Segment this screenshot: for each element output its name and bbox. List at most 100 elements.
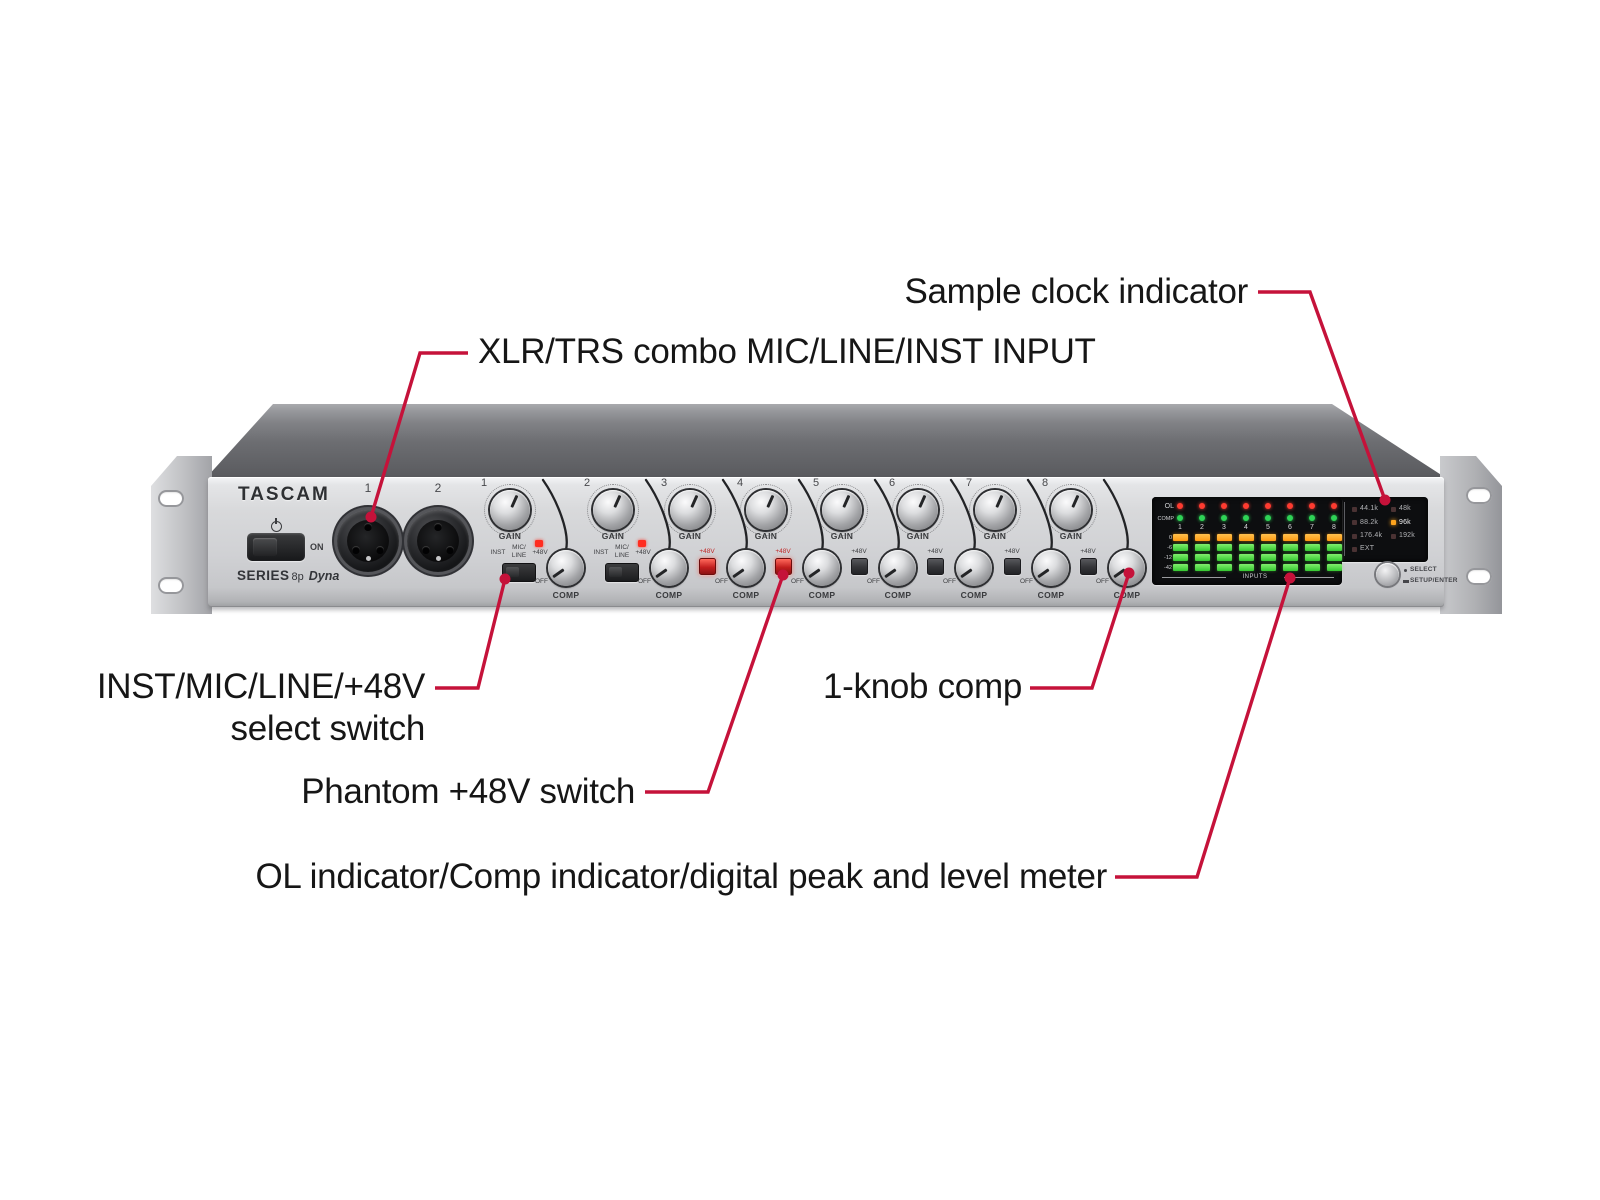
power-symbol-icon bbox=[275, 518, 278, 524]
channel-number: 5 bbox=[812, 477, 820, 489]
comp-label: COMP bbox=[655, 590, 683, 600]
meter-segment bbox=[1304, 554, 1320, 561]
mic-label: MIC/ bbox=[615, 544, 629, 551]
select-setup-button[interactable] bbox=[1376, 563, 1399, 586]
comp-knob-ch2[interactable] bbox=[651, 550, 687, 586]
off-label: OFF bbox=[1096, 578, 1109, 585]
channel-number: 1 bbox=[480, 477, 488, 489]
inputs-line-right bbox=[1284, 577, 1334, 578]
phantom-48v-button-ch6[interactable] bbox=[927, 558, 944, 575]
gain-label: GAIN bbox=[983, 531, 1007, 541]
meter-segment bbox=[1326, 544, 1342, 551]
gain-knob-ch3[interactable] bbox=[664, 484, 716, 536]
meter-segment bbox=[1282, 564, 1298, 571]
meter-segment bbox=[1238, 554, 1254, 561]
comp-knob-ch5[interactable] bbox=[880, 550, 916, 586]
comp-led bbox=[1199, 515, 1205, 521]
clock-led-44.1k bbox=[1352, 506, 1357, 512]
meter-scale-label: -6 bbox=[1167, 544, 1172, 551]
input-select-switch-ch1[interactable] bbox=[502, 563, 536, 582]
off-label: OFF bbox=[867, 578, 880, 585]
gain-knob-ch4[interactable] bbox=[740, 484, 792, 536]
channel-number: 8 bbox=[1041, 477, 1049, 489]
inputs-line-left bbox=[1162, 577, 1226, 578]
channel-number: 6 bbox=[888, 477, 896, 489]
meter-segment bbox=[1304, 564, 1320, 571]
comp-knob-ch6[interactable] bbox=[956, 550, 992, 586]
power-switch-rocker[interactable] bbox=[253, 538, 277, 556]
comp-knob-ch1[interactable] bbox=[548, 550, 584, 586]
comp-row-label: COMP bbox=[1157, 515, 1175, 522]
phantom-48v-button-ch7[interactable] bbox=[1004, 558, 1021, 575]
leader-level-meter bbox=[1115, 577, 1292, 879]
gain-knob-ch5[interactable] bbox=[816, 484, 868, 536]
phantom-48v-button-ch8[interactable] bbox=[1080, 558, 1097, 575]
phantom-label: +48V bbox=[775, 548, 791, 555]
meter-channel-number: 2 bbox=[1200, 524, 1204, 531]
label-sample-clock: Sample clock indicator bbox=[904, 272, 1248, 311]
gain-label: GAIN bbox=[601, 531, 625, 541]
phantom-label: +48V bbox=[532, 549, 548, 556]
gain-knob-ch8[interactable] bbox=[1045, 484, 1097, 536]
meter-segment bbox=[1282, 544, 1298, 551]
meter-segment bbox=[1260, 554, 1276, 561]
slide-knob bbox=[609, 566, 622, 577]
label-level-meter: OL indicator/Comp indicator/digital peak… bbox=[255, 857, 1107, 896]
comp-knob-ch7[interactable] bbox=[1033, 550, 1069, 586]
clock-rate-label: 96k bbox=[1399, 518, 1411, 526]
xlr-pin bbox=[434, 523, 442, 531]
clock-led-EXT bbox=[1352, 546, 1357, 552]
gain-knob-ch2[interactable] bbox=[587, 484, 639, 536]
rack-hole bbox=[1466, 487, 1492, 504]
ol-led bbox=[1309, 503, 1315, 509]
gain-label: GAIN bbox=[1059, 531, 1083, 541]
meter-segment bbox=[1326, 564, 1342, 571]
phantom-48v-button-ch4[interactable] bbox=[775, 558, 792, 575]
comp-knob-pointer bbox=[960, 568, 973, 579]
phantom-48v-button-ch3[interactable] bbox=[699, 558, 716, 575]
rack-hole bbox=[158, 577, 184, 594]
off-label: OFF bbox=[1020, 578, 1033, 585]
power-switch[interactable] bbox=[247, 533, 305, 561]
meter-channel-number: 7 bbox=[1310, 524, 1314, 531]
gain-label: GAIN bbox=[830, 531, 854, 541]
clock-rate-label: 192k bbox=[1399, 532, 1415, 539]
input-select-led bbox=[535, 540, 543, 547]
line-label: LINE bbox=[614, 551, 630, 559]
phantom-label: +48V bbox=[699, 548, 715, 555]
comp-knob-ch3[interactable] bbox=[728, 550, 764, 586]
xlr-pin bbox=[364, 523, 372, 531]
mic-line-label: MIC/LINE bbox=[609, 544, 635, 559]
meter-segment bbox=[1194, 554, 1210, 561]
comp-label: COMP bbox=[552, 590, 580, 600]
phantom-label: +48V bbox=[927, 548, 943, 555]
comp-knob-ch8[interactable] bbox=[1109, 550, 1145, 586]
rack-hole bbox=[158, 490, 184, 507]
meter-scale-label: 0 bbox=[1168, 534, 1172, 541]
meter-segment bbox=[1172, 564, 1188, 571]
display-meter-section bbox=[1152, 497, 1342, 585]
ol-led bbox=[1265, 503, 1271, 509]
combo-input-jack-1[interactable] bbox=[337, 510, 399, 572]
select-label: SELECT bbox=[1410, 566, 1437, 573]
ol-led bbox=[1199, 503, 1205, 509]
meter-segment bbox=[1282, 534, 1298, 541]
label-phantom-switch: Phantom +48V switch bbox=[301, 772, 635, 811]
channel-number: 4 bbox=[736, 477, 744, 489]
meter-segment bbox=[1326, 534, 1342, 541]
comp-knob-pointer bbox=[1113, 568, 1126, 579]
comp-knob-ch4[interactable] bbox=[804, 550, 840, 586]
channel-number: 2 bbox=[583, 477, 591, 489]
gain-knob-ch7[interactable] bbox=[969, 484, 1021, 536]
meter-segment bbox=[1216, 534, 1232, 541]
gain-knob-ch1[interactable] bbox=[484, 484, 536, 536]
gain-knob-ticks bbox=[484, 484, 536, 536]
meter-channel-number: 6 bbox=[1288, 524, 1292, 531]
gain-knob-ch6[interactable] bbox=[892, 484, 944, 536]
input-select-switch-ch2[interactable] bbox=[605, 563, 639, 582]
comp-led bbox=[1243, 515, 1249, 521]
phantom-48v-button-ch5[interactable] bbox=[851, 558, 868, 575]
comp-led bbox=[1265, 515, 1271, 521]
off-label: OFF bbox=[638, 578, 651, 585]
combo-input-jack-2[interactable] bbox=[407, 510, 469, 572]
